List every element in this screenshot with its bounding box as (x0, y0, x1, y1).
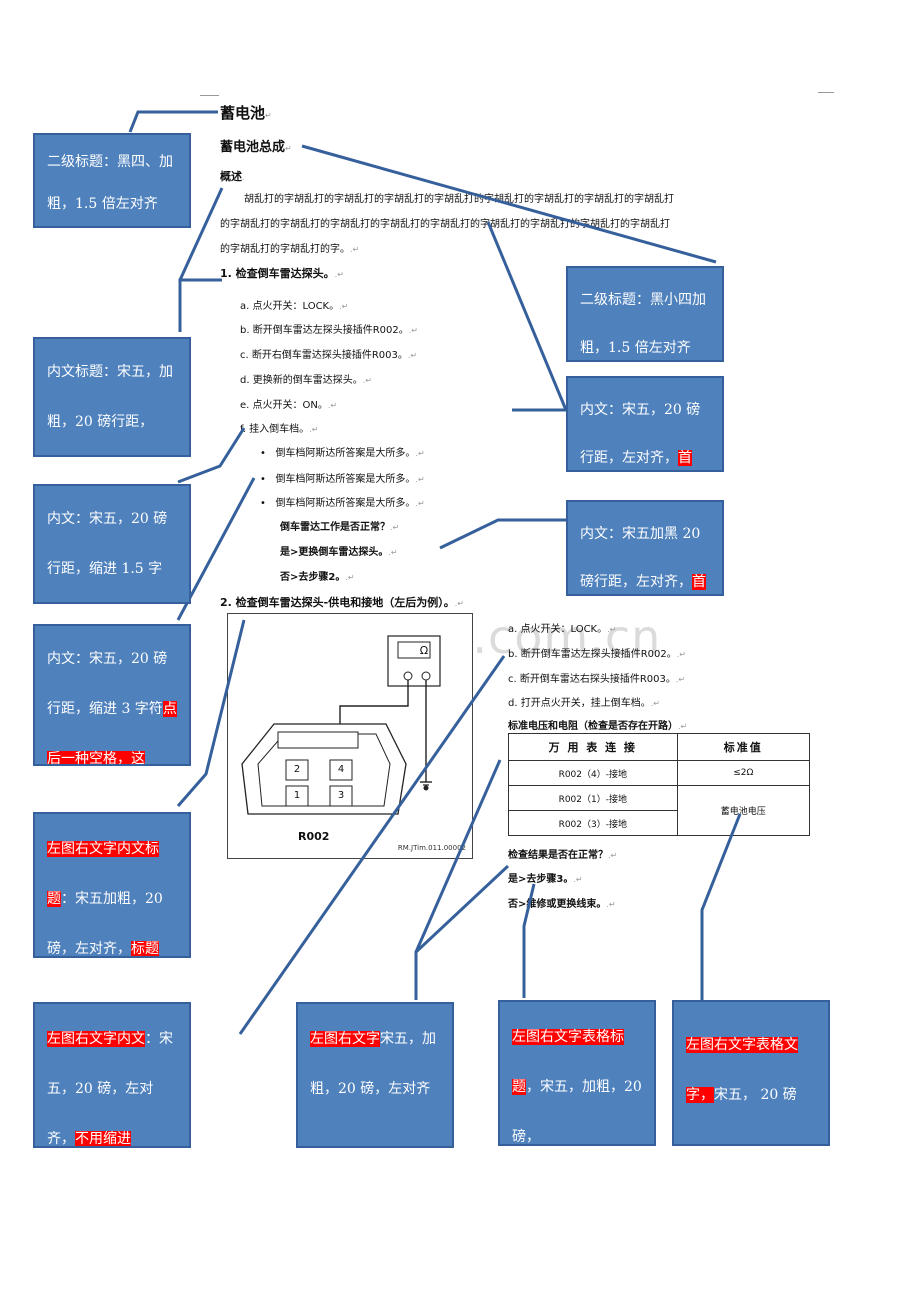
document-title: 蓄电池↵ (220, 104, 272, 122)
callout-bullet-style: 内文：宋五，20 磅行距，缩进 3 字符点后一种空格，这 (33, 624, 191, 766)
connector-label: R002 (298, 830, 330, 843)
section1-heading: 1. 检查倒车雷达探头。.↵ (220, 267, 344, 280)
callout-body-style: 内文：宋五，20 磅行距，左对齐，首 (566, 376, 724, 472)
section2-step: d. 打开点火开关，挂上倒车档。.↵ (508, 698, 660, 709)
section1-step: c. 断开右倒车雷达探头接插件R003。.↵ (240, 350, 418, 361)
callout-side-heading-style: 左图右文字内文标题：宋五加粗，20磅，左对齐，标题 (33, 812, 191, 958)
table-row: R002（1）-接地 蓄电池电压 (508, 785, 811, 836)
leader-line (301, 144, 717, 264)
pin-3-box (329, 785, 353, 807)
section1-step: e. 点火开关：ON。.↵ (240, 400, 338, 411)
section1-question: 倒车雷达工作是否正常？.↵ (280, 522, 400, 533)
leader-line (414, 759, 502, 953)
meter-symbol: Ω (419, 644, 429, 657)
section1-bullet: • 倒车档阿斯达所答案是大所多。.↵ (260, 474, 425, 485)
pin-1-box (285, 785, 309, 807)
leader-line (414, 864, 510, 1000)
leader-line (439, 518, 566, 550)
table-header-standard: 标准值 (676, 733, 811, 761)
pin-label: 4 (337, 764, 345, 775)
connector-latch (277, 731, 359, 749)
pin-4-box (329, 759, 353, 781)
table-cell: R002（3）-接地 (508, 810, 678, 836)
section2-no: 否>维修或更换线束。.↵ (508, 899, 616, 910)
document-subtitle: 蓄电池总成↵ (220, 140, 292, 155)
pin-2-box (285, 759, 309, 781)
table-row: R002（4）-接地 ≤2Ω (508, 760, 811, 786)
leader-line (700, 813, 742, 1000)
standard-values-table: 万 用 表 连 接 标准值 R002（4）-接地 ≤2Ω R002（1）-接地 … (508, 733, 811, 836)
table-header-row: 万 用 表 连 接 标准值 (508, 733, 811, 761)
section2-step: a. 点火开关：LOCK。.↵ (508, 624, 617, 635)
section1-step: d. 更换新的倒车雷达探头。.↵ (240, 375, 372, 386)
section1-step: f. 挂入倒车档。.↵ (240, 424, 319, 435)
header-rule-right (818, 92, 834, 93)
section2-question: 检查结果是否在正常？.↵ (508, 850, 618, 861)
wiring-diagram (241, 635, 441, 815)
callout-title-style: 二级标题：黑四、加粗，1.5 倍左对齐 (33, 133, 191, 228)
multimeter-display (397, 641, 431, 659)
section1-step: b. 断开倒车雷达左探头接插件R002。.↵ (240, 325, 418, 336)
callout-indent-style: 内文：宋五，20 磅行距，缩进 1.5 字 (33, 484, 191, 604)
header-rule-left (200, 95, 219, 96)
leader-line (238, 655, 506, 1035)
table-title: 标准电压和电阻（检查是否存在开路）.↵ (508, 721, 688, 732)
pin-label: 2 (293, 764, 301, 775)
overview-line: 的字胡乱打的字胡乱打的字。.↵ (220, 244, 360, 255)
table-row: R002（3）-接地 (508, 810, 810, 836)
section2-step: b. 断开倒车雷达左探头接插件R002。.↵ (508, 649, 686, 660)
callout-side-body-style: 左图右文字内文：宋五，20 磅，左对齐，不用缩进 (33, 1002, 191, 1148)
pin-label: 3 (337, 790, 345, 801)
figure-caption: RM.JTim.011.00002 (397, 844, 466, 852)
pin-label: 1 (293, 790, 301, 801)
overview-line: 的字胡乱打的字胡乱打的字胡乱打的字胡乱打的字胡乱打的字胡乱打的字胡乱打的字胡乱打… (220, 219, 670, 230)
leader-line (128, 110, 218, 133)
leader-line (522, 883, 536, 998)
callout-heading-style: 内文标题：宋五，加粗，20 磅行距， (33, 337, 191, 457)
section2-step: c. 断开倒车雷达右探头接插件R003。.↵ (508, 674, 686, 685)
overview-line: 胡乱打的字胡乱打的字胡乱打的字胡乱打的字胡乱打的字胡乱打的字胡乱打的字胡乱打的字… (244, 194, 674, 205)
leader-line (177, 427, 246, 484)
leader-line (178, 187, 224, 281)
table-cell: 蓄电池电压 (676, 785, 811, 836)
section2-heading: 2. 检查倒车雷达探头-供电和接地（左后为例）。.↵ (220, 596, 464, 609)
callout-table-text-style: 左图右文字表格文字，宋五， 20 磅 (672, 1000, 830, 1146)
section2-yes: 是>去步骤3。.↵ (508, 874, 583, 885)
callout-subtitle-style: 二级标题：黑小四加粗，1.5 倍左对齐 (566, 266, 724, 362)
callout-table-title-style: 左图右文字表格标题，宋五，加粗，20磅， (498, 1000, 656, 1146)
overview-heading: 概述. (220, 170, 245, 183)
callout-bold-body-style: 内文：宋五加黑 20 磅行距，左对齐，首 (566, 500, 724, 596)
leader-line (178, 278, 222, 332)
section1-bullet: • 倒车档阿斯达所答案是大所多。.↵ (260, 498, 425, 509)
section1-no: 否>去步骤2。.↵ (280, 572, 355, 583)
section1-step: a. 点火开关：LOCK。.↵ (240, 301, 349, 312)
table-cell: ≤2Ω (676, 760, 811, 786)
wiring-figure: Ω 2 4 1 3 R002 RM.JTim.011.00002 (227, 613, 473, 859)
section1-bullet: • 倒车档阿斯达所答案是大所多。.↵ (260, 448, 425, 459)
leader-line (486, 221, 569, 412)
leader-line (176, 619, 246, 807)
callout-side-bold-style: 左图右文字宋五，加粗，20 磅，左对齐 (296, 1002, 454, 1148)
overview-paragraph: 胡乱打的字胡乱打的字胡乱打的字胡乱打的字胡乱打的字胡乱打的字胡乱打的字胡乱打的字… (220, 187, 810, 262)
section1-yes: 是>更换倒车雷达探头。.↵ (280, 547, 398, 558)
